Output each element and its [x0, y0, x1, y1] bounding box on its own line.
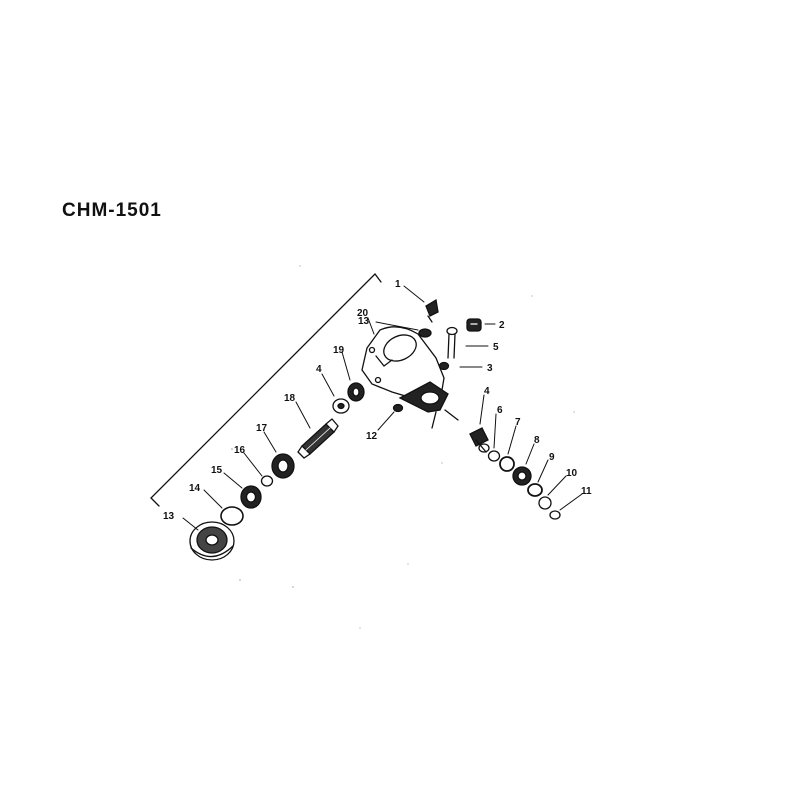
shaft-part-18: [297, 418, 339, 459]
callout-8: 8: [534, 435, 540, 446]
callout-4-right: 4: [484, 386, 490, 397]
bearing-part-19: [347, 382, 365, 402]
callout-15: 15: [211, 465, 223, 476]
callout-20: 20: [357, 308, 369, 319]
callout-17: 17: [256, 423, 268, 434]
callout-1: 1: [395, 279, 401, 290]
washer-part-3: [438, 361, 450, 371]
ring-part-11: [549, 510, 561, 520]
callout-18: 18: [284, 393, 296, 404]
ring-part-9: [527, 483, 543, 497]
bearing-part-17: [271, 453, 295, 479]
diagram-title: CHM-1501: [62, 200, 162, 218]
callout-11: 11: [581, 486, 592, 497]
callout-14: 14: [189, 483, 201, 494]
screw-part-1: [425, 298, 439, 323]
callout-13-lower: 13: [163, 511, 175, 522]
callout-7: 7: [515, 417, 521, 428]
callout-13-upper: 13: [358, 316, 370, 327]
callout-4-left: 4: [316, 364, 322, 375]
callout-9: 9: [549, 452, 555, 463]
callout-10: 10: [566, 468, 578, 479]
leader-lines: [182, 285, 583, 531]
holder-disk-part-13: [189, 521, 235, 561]
washer-part-4-left: [332, 398, 350, 414]
snap-ring-part-14: [220, 506, 244, 526]
pinion-gear-part-4-right: [469, 427, 490, 453]
callout-19: 19: [333, 345, 345, 356]
callout-3: 3: [487, 363, 493, 374]
diagram-title-cropped: CHM-1501: [58, 196, 168, 218]
bearing-part-8: [512, 466, 532, 486]
washer-part-6: [487, 450, 501, 462]
ring-part-10: [538, 496, 552, 510]
callout-12: 12: [366, 431, 378, 442]
gear-housing-part-20: [361, 326, 459, 429]
callout-labels: 1 2 3 4 4 5 6 7 8 9 10 11 12 13 13 14 15…: [163, 279, 592, 522]
plug-part-2: [466, 318, 482, 332]
ring-part-7: [499, 456, 515, 472]
bearing-part-15: [240, 485, 262, 509]
callout-5: 5: [493, 342, 499, 353]
scan-speckles: [231, 265, 575, 629]
small-washer-part-13: [418, 328, 432, 338]
callout-6: 6: [497, 405, 503, 416]
callout-16: 16: [234, 445, 246, 456]
bolt-part-5: [446, 326, 458, 359]
nut-part-12: [392, 403, 404, 413]
callout-2: 2: [499, 320, 505, 331]
ring-part-16: [260, 475, 274, 487]
assembly-bracket: [150, 273, 382, 507]
